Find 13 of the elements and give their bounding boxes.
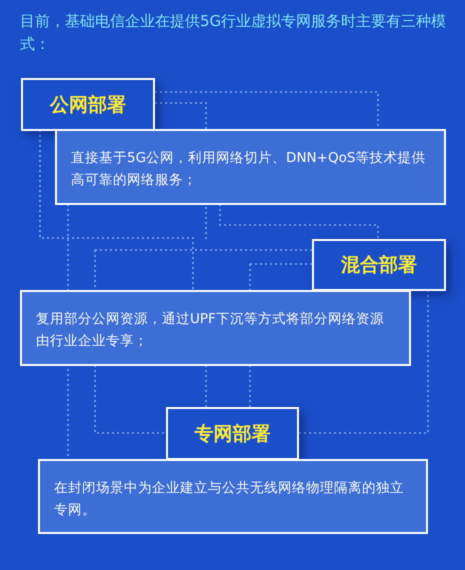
description-text: 在封闭场景中为企业建立与公共无线网络物理隔离的独立专网。 xyxy=(54,479,405,520)
description-box xyxy=(38,459,428,534)
title: 目前，基础电信企业在提供5G行业虚拟专网服务时主要有三种模式： xyxy=(20,11,448,55)
heading-box xyxy=(21,78,155,131)
description-text: 复用部分公网资源，通过UPF下沉等方式将部分网络资源由行业企业专享； xyxy=(36,310,385,351)
description-box xyxy=(55,129,446,205)
heading-text: 公网部署 xyxy=(50,92,126,118)
heading-text: 专网部署 xyxy=(194,422,270,446)
heading-box xyxy=(312,239,446,291)
description-text: 直接基于5G公网，利用网络切片、DNN+QoS等技术提供高可靠的网络服务； xyxy=(71,149,426,190)
description-box xyxy=(20,290,411,366)
heading-box xyxy=(166,407,299,460)
heading-text: 混合部署 xyxy=(341,253,417,278)
